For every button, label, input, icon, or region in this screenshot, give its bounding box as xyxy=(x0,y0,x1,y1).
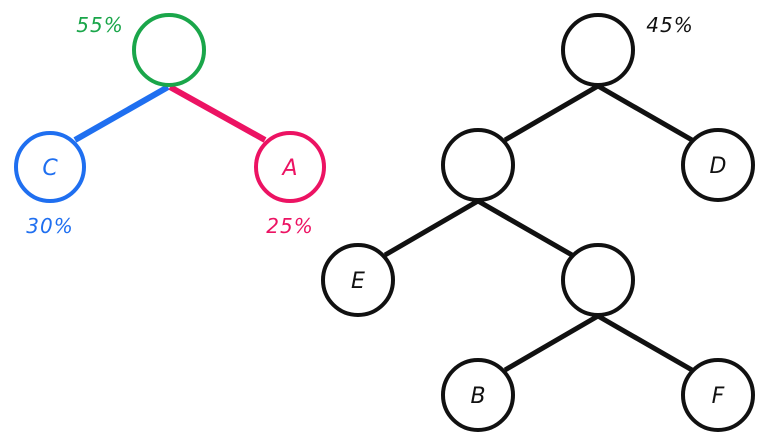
edge-root-a xyxy=(168,84,267,143)
node-n1 xyxy=(441,128,515,202)
edge-n1-n2 xyxy=(476,198,574,258)
edge-n2-f xyxy=(596,313,694,373)
node-e xyxy=(321,243,395,317)
edge-n1-e xyxy=(383,198,480,258)
edge-root-n1 xyxy=(503,83,600,143)
node-right-root xyxy=(561,13,635,87)
node-left-root xyxy=(132,13,206,87)
node-b xyxy=(441,358,515,432)
node-d-label: D xyxy=(710,154,727,179)
node-d xyxy=(681,128,755,202)
node-c xyxy=(14,131,86,203)
node-f-label: F xyxy=(712,384,725,409)
node-a-label: A xyxy=(280,156,297,181)
node-a xyxy=(254,131,326,203)
node-n2 xyxy=(561,243,635,317)
a-percent: 25% xyxy=(266,214,313,238)
c-percent: 30% xyxy=(26,214,73,238)
node-e-label: E xyxy=(351,269,365,294)
node-c-label: C xyxy=(42,156,58,181)
edge-n2-b xyxy=(503,313,600,373)
edge-root-d xyxy=(596,83,694,143)
node-f xyxy=(681,358,755,432)
root-percent-left: 55% xyxy=(76,13,123,37)
node-b-label: B xyxy=(470,384,485,409)
edge-root-c xyxy=(73,84,170,143)
root-percent-right: 45% xyxy=(646,13,693,37)
